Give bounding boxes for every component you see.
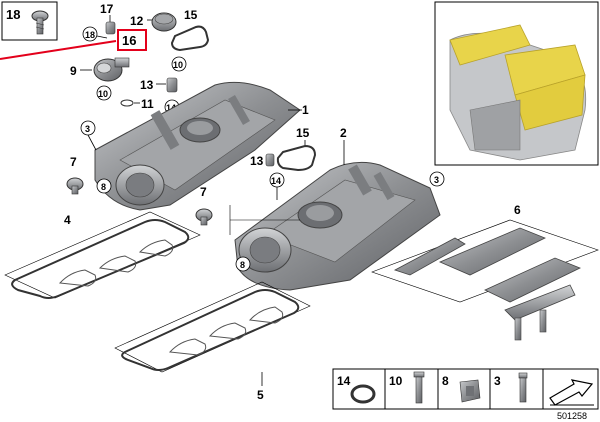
cylinder-head-cover-1	[94, 81, 301, 211]
svg-text:10: 10	[98, 89, 108, 99]
callout-1: 1	[302, 103, 309, 117]
callout-11: 11	[141, 97, 154, 111]
engine-inset	[434, 1, 599, 166]
o-ring-11-icon	[120, 99, 134, 107]
part-18-box: 18	[1, 1, 58, 41]
svg-text:13: 13	[250, 154, 264, 168]
callout-7: 7	[70, 155, 77, 169]
svg-text:3: 3	[434, 175, 439, 185]
sensor-7-left-icon	[66, 177, 84, 195]
svg-text:8: 8	[101, 182, 106, 192]
callout-18: 18	[6, 7, 20, 22]
svg-text:18: 18	[85, 30, 95, 40]
legend-10: 10	[389, 374, 403, 388]
legend-3: 3	[494, 374, 501, 388]
gasket-15b-icon	[276, 144, 317, 172]
oil-cap-12-icon	[151, 12, 177, 32]
callout-5: 5	[257, 388, 264, 402]
sensor-17-icon	[105, 21, 116, 35]
direction-arrow-icon	[549, 379, 594, 406]
cable-ducts-6	[393, 227, 581, 341]
solenoid-9-icon	[93, 57, 130, 82]
svg-text:14: 14	[166, 103, 176, 113]
red-highlight-box	[117, 29, 147, 51]
svg-text:10: 10	[173, 60, 183, 70]
svg-text:3: 3	[85, 124, 90, 134]
svg-text:8: 8	[240, 260, 245, 270]
diagram-ref-number: 501258	[557, 411, 587, 421]
callout-16: 16	[122, 33, 136, 48]
gasket-5	[121, 289, 300, 371]
svg-text:14: 14	[271, 176, 281, 186]
callout-2: 2	[340, 126, 347, 140]
gasket-4	[11, 219, 190, 299]
callout-6: 6	[514, 203, 521, 217]
part-6-outline	[371, 219, 599, 303]
sensor-13-icon	[166, 77, 178, 93]
callout-13: 13	[140, 78, 154, 92]
sensor-7-middle-icon	[195, 208, 213, 226]
svg-text:7: 7	[200, 185, 207, 199]
callout-17: 17	[100, 2, 114, 16]
callout-9: 9	[70, 64, 77, 78]
callout-15: 15	[184, 8, 198, 22]
callout-4: 4	[64, 213, 71, 227]
legend-14: 14	[337, 374, 351, 388]
screw-18-icon	[31, 10, 49, 35]
clip-legend-icon	[459, 379, 481, 403]
screw-legend-icon	[518, 372, 528, 403]
gasket-15-icon	[170, 25, 210, 52]
o-ring-legend-icon	[350, 384, 376, 404]
callout-12: 12	[130, 14, 144, 28]
gasket-4-outline	[4, 211, 201, 299]
small-parts-top: 17 18 12 15 9 10 11 10	[70, 2, 210, 115]
legend-8: 8	[442, 374, 449, 388]
bolt-legend-icon	[413, 371, 425, 404]
gasket-5-outline	[114, 281, 311, 373]
cylinder-head-cover-2	[234, 161, 441, 291]
legend-strip: 14 10 8 3	[332, 368, 599, 410]
svg-text:15: 15	[296, 126, 310, 140]
red-pointer-line	[0, 40, 117, 60]
